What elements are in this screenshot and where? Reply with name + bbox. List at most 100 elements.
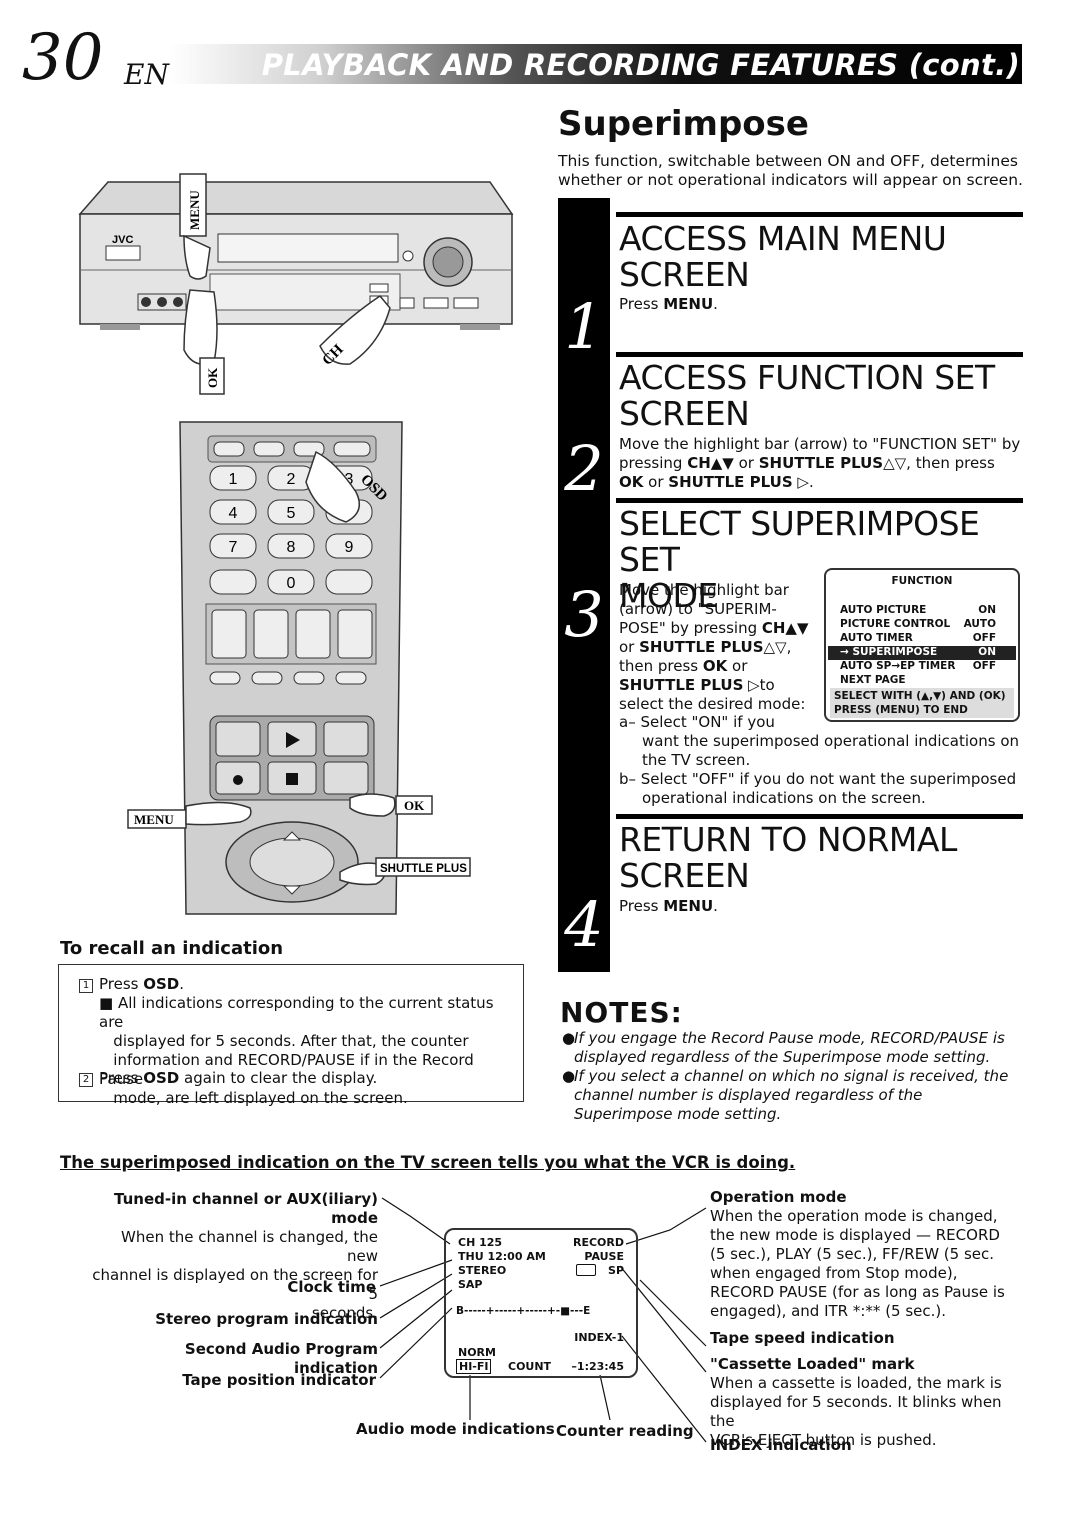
cassette-icon	[576, 1264, 596, 1276]
remote-key-3: 3	[345, 471, 354, 488]
step-1-text: Press MENU.	[619, 295, 718, 313]
osd-index: INDEX-1	[574, 1331, 624, 1344]
step-3-heading-l1: SELECT SUPERIMPOSE SET	[619, 504, 980, 579]
page-language: EN	[124, 58, 169, 91]
osd-clock: THU 12:00 AM	[458, 1250, 546, 1263]
function-menu-footer: SELECT WITH (▲,▼) AND (OK) PRESS (MENU) …	[830, 688, 1014, 718]
step-4-heading-l1: RETURN TO NORMAL	[619, 820, 957, 859]
step-2-heading-l1: ACCESS FUNCTION SET	[619, 358, 995, 397]
remote-key-7: 7	[229, 539, 238, 556]
remote-key-1: 1	[229, 471, 238, 488]
osd-screen: CH 125 RECORD THU 12:00 AM PAUSE STEREO …	[444, 1228, 638, 1378]
vcr-menu-hand: MENU	[179, 173, 211, 280]
remote-key-2: 2	[287, 471, 296, 488]
step-1-rule	[616, 212, 1023, 217]
osd-speed: SP	[608, 1264, 624, 1277]
note-item: ●If you select a channel on which no sig…	[562, 1067, 1009, 1123]
remote-menu-hand: MENU	[127, 801, 252, 829]
vcr-brand: JVC	[112, 234, 133, 246]
vcr-ok-label: OK	[205, 367, 220, 388]
osd-count: COUNT	[508, 1360, 552, 1373]
step-3-heading-l2: MODE	[619, 576, 718, 615]
vcr-unit: JVC	[78, 181, 514, 330]
step-4-number: 4	[564, 888, 604, 961]
remote-transport-buttons	[209, 715, 375, 801]
remote-control: 1 2 3 4 5 6 7 8 9 0	[179, 421, 403, 915]
note-item: ●If you engage the Record Pause mode, RE…	[562, 1029, 1005, 1066]
step-1-number: 1	[564, 290, 604, 363]
remote-shuttle-label: SHUTTLE PLUS	[380, 863, 467, 875]
remote-key-9: 9	[345, 539, 354, 556]
step-3-rule	[616, 498, 1023, 503]
label-tape-position: Tape position indicator	[182, 1371, 376, 1389]
osd-norm: NORM	[458, 1346, 496, 1359]
label-stereo: Stereo program indication	[155, 1310, 378, 1328]
label-cassette-loaded: "Cassette Loaded" mark When a cassette i…	[710, 1355, 1002, 1449]
step-2-heading: ACCESS FUNCTION SET SCREEN	[619, 360, 1029, 432]
osd-pause: PAUSE	[584, 1250, 624, 1263]
remote-key-5: 5	[287, 505, 296, 522]
label-clock-time: Clock time	[287, 1278, 376, 1296]
notes-title: NOTES:	[560, 996, 683, 1029]
remote-number-keys: 1 2 3 4 5 6 7 8 9 0	[209, 465, 373, 595]
header-title: PLAYBACK AND RECORDING FEATURES (cont.)	[261, 48, 1020, 82]
step-4-heading-l2: SCREEN	[619, 856, 750, 895]
section-title: Superimpose	[558, 104, 809, 144]
label-tuned-channel: Tuned-in channel or AUX(iliary) mode Whe…	[92, 1190, 378, 1322]
remote-shuttle-hand: SHUTTLE PLUS	[339, 857, 471, 886]
label-tape-speed: Tape speed indication	[710, 1329, 895, 1347]
step-3-options: a– Select "ON" if you want the superimpo…	[619, 713, 1019, 807]
remote-key-0: 0	[287, 575, 296, 592]
osd-sap: SAP	[458, 1278, 483, 1291]
step-2-number: 2	[564, 432, 604, 505]
function-menu-row: NEXT PAGE	[840, 674, 906, 686]
vcr-menu-label: MENU	[187, 190, 202, 230]
remote-ok-hand: OK	[349, 793, 433, 817]
step-3-text: Move the highlight bar (arrow) to "SUPER…	[619, 581, 809, 713]
osd-stereo: STEREO	[458, 1264, 507, 1277]
remote-menu-label: MENU	[134, 812, 174, 827]
label-sap: Second Audio Program indication	[184, 1340, 378, 1377]
step-3-number: 3	[564, 578, 604, 651]
vcr-remote-illustration: JVC MENU OK CH	[78, 173, 514, 915]
step-1-heading-l2: SCREEN	[619, 255, 750, 294]
label-index: INDEX indication	[710, 1436, 852, 1454]
step-strip	[558, 198, 610, 972]
remote-plus-minus-buttons	[205, 603, 377, 665]
vcr-ok-hand: OK	[183, 289, 225, 395]
bottom-title: The superimposed indication on the TV sc…	[60, 1153, 796, 1172]
recall-step-1-detail: ■ All indications corresponding to the c…	[99, 994, 494, 1107]
remote-key-4: 4	[229, 505, 238, 522]
header-bar	[170, 44, 1022, 84]
section-intro: This function, switchable between ON and…	[558, 152, 1023, 189]
step-4-text: Press MENU.	[619, 897, 718, 915]
step-4-rule	[616, 814, 1023, 819]
label-counter: Counter reading	[556, 1422, 694, 1440]
recall-title: To recall an indication	[60, 938, 284, 959]
step-2-heading-l2: SCREEN	[619, 394, 750, 433]
remote-shuttle-ring	[225, 821, 359, 903]
step-2-rule	[616, 352, 1023, 357]
label-operation-mode: Operation mode When the operation mode i…	[710, 1188, 1005, 1320]
step-1-heading: ACCESS MAIN MENU SCREEN	[619, 221, 1029, 293]
osd-channel: CH 125	[458, 1236, 503, 1249]
osd-record: RECORD	[572, 1236, 624, 1249]
step-3-heading: SELECT SUPERIMPOSE SET MODE	[619, 506, 1029, 614]
label-audio-mode: Audio mode indications	[356, 1420, 555, 1438]
step-4-heading: RETURN TO NORMAL SCREEN	[619, 822, 1029, 894]
remote-key-8: 8	[287, 539, 296, 556]
remote-ok-label: OK	[404, 798, 425, 813]
step-2-text: Move the highlight bar (arrow) to "FUNCT…	[619, 435, 1021, 491]
page-number: 30	[22, 21, 104, 95]
osd-hifi: HI-FI	[456, 1359, 492, 1374]
osd-counter-value: –1:23:45	[571, 1360, 624, 1373]
function-menu-title: FUNCTION	[891, 575, 953, 587]
